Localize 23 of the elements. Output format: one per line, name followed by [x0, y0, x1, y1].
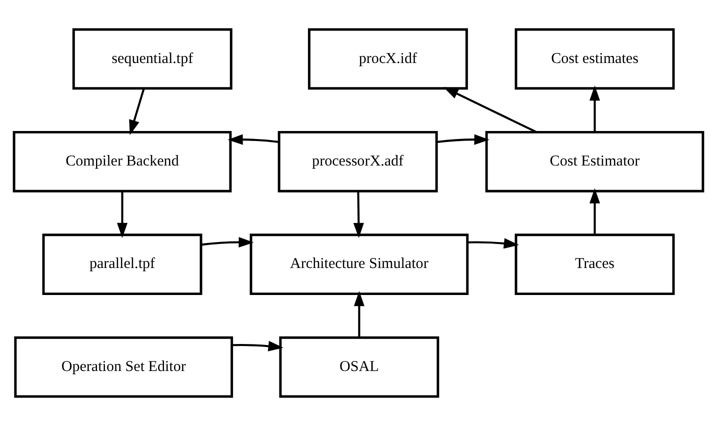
node-box: OSAL [279, 336, 440, 398]
arrow [443, 86, 538, 133]
arrow [116, 190, 128, 238]
node-box: Cost estimates [514, 28, 675, 90]
arrow [232, 340, 284, 351]
node-box: Traces [514, 233, 675, 295]
arrow [353, 190, 364, 238]
arrow [589, 85, 600, 132]
node-box: Compiler Backend [12, 130, 232, 192]
node-box: sequential.tpf [72, 28, 232, 90]
arrow [201, 236, 254, 248]
node-box: parallel.tpf [42, 233, 202, 295]
node-box: Architecture Simulator [250, 233, 469, 295]
arrow [589, 188, 600, 234]
arrow [228, 134, 280, 144]
arrow [436, 134, 490, 144]
node-box: procX.idf [308, 28, 468, 90]
arrow [354, 290, 364, 338]
node-box: Operation Set Editor [14, 336, 234, 398]
node-box: processorX.adf [278, 130, 438, 192]
arrow [468, 238, 519, 248]
node-box: Cost Estimator [485, 130, 704, 192]
arrow [129, 88, 145, 135]
